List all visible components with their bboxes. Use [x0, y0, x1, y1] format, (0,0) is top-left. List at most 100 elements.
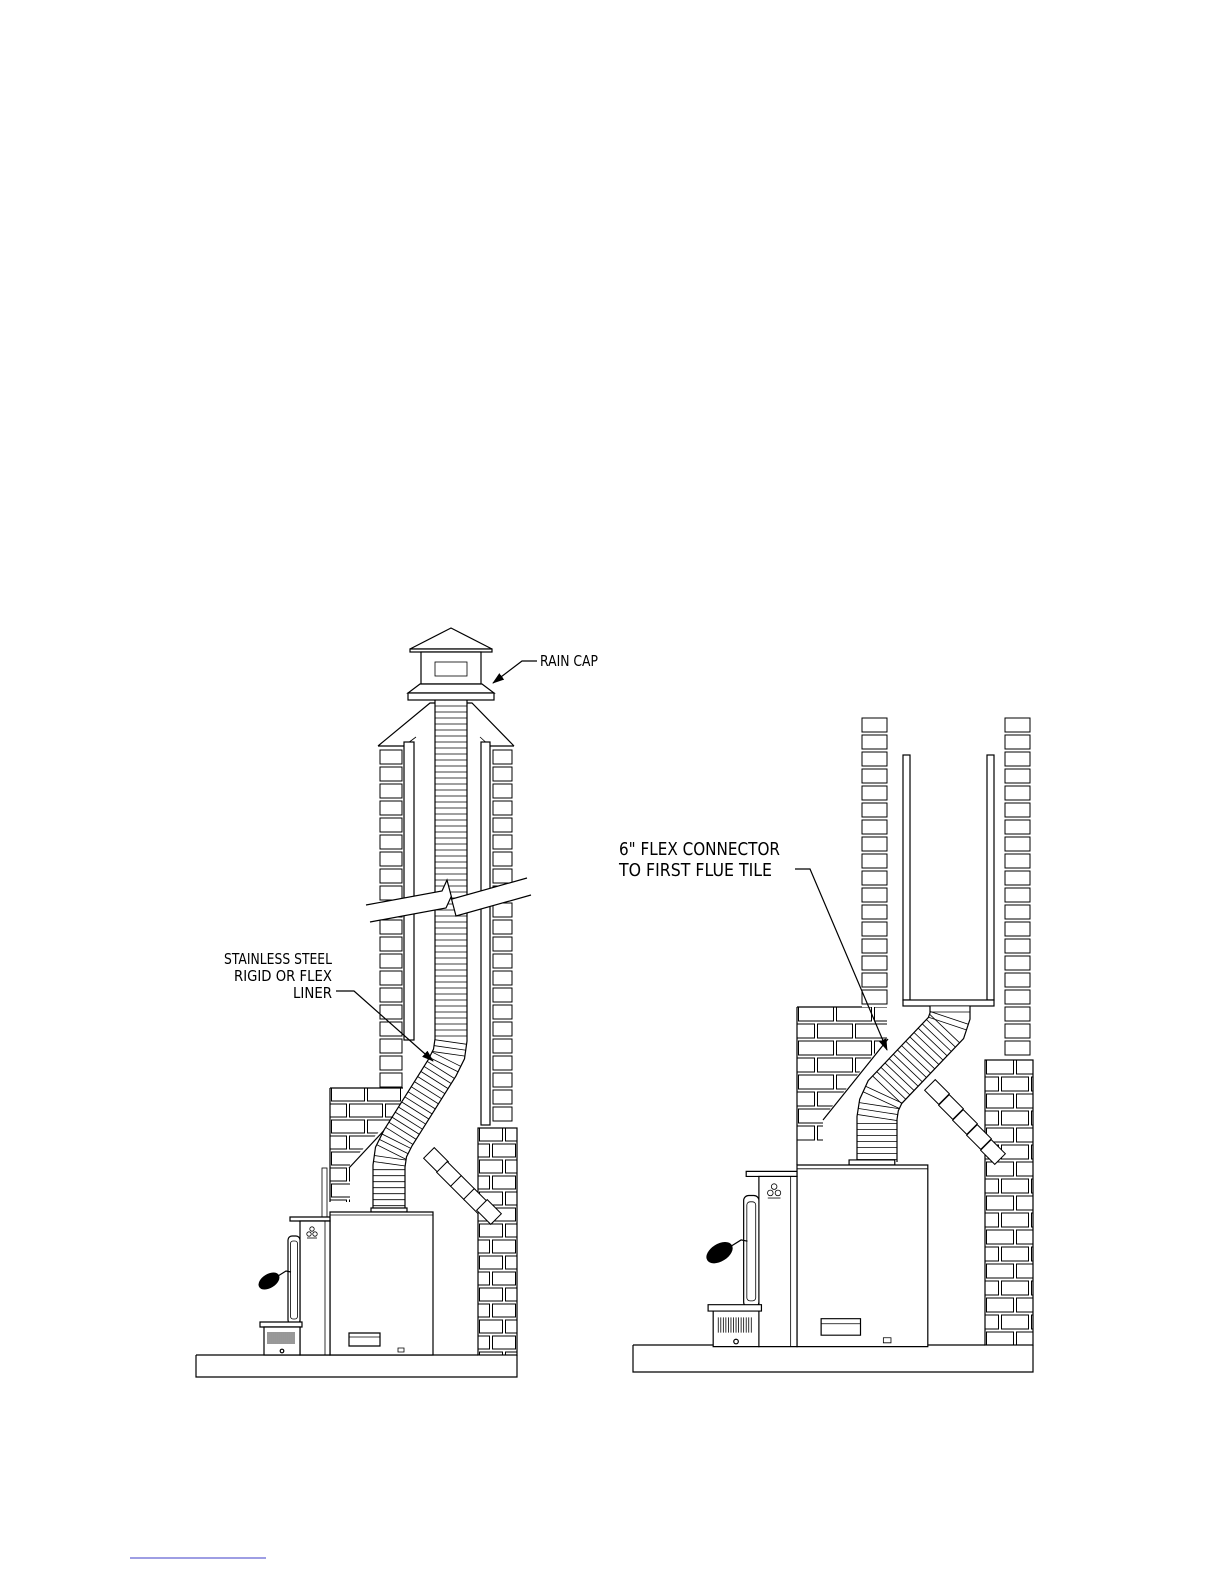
- brick: [1005, 786, 1030, 800]
- brick: [862, 905, 887, 919]
- brick: [1005, 718, 1030, 732]
- brick: [1002, 1077, 1029, 1091]
- rain-cap-base-flare: [408, 684, 494, 693]
- brick: [1002, 1247, 1029, 1261]
- brick: [1005, 871, 1030, 885]
- brick: [1032, 1179, 1059, 1193]
- brick: [862, 803, 887, 817]
- left-flue-tile-wall-right: [481, 742, 490, 1125]
- brick: [818, 1024, 853, 1038]
- brick: [380, 750, 402, 764]
- brick: [987, 1298, 1014, 1312]
- brick: [987, 1196, 1014, 1210]
- brick: [1005, 752, 1030, 766]
- brick: [493, 852, 512, 866]
- brick: [1002, 1179, 1029, 1193]
- brick: [1005, 922, 1030, 936]
- brick: [493, 1073, 512, 1087]
- brick-courses: [467, 1128, 529, 1365]
- brick: [493, 1272, 516, 1285]
- brick: [1002, 1213, 1029, 1227]
- brick: [987, 1230, 1014, 1244]
- brick: [1005, 1041, 1030, 1055]
- brick: [493, 1144, 516, 1157]
- brick: [1032, 1247, 1059, 1261]
- brick: [380, 784, 402, 798]
- brick: [862, 769, 887, 783]
- brick: [1032, 1145, 1059, 1159]
- callout-rain-cap: RAIN CAP: [493, 652, 598, 683]
- brick: [380, 937, 402, 951]
- brick: [862, 956, 887, 970]
- brick: [380, 767, 402, 781]
- brick: [380, 954, 402, 968]
- brick: [1002, 1315, 1029, 1329]
- brick: [1032, 1077, 1059, 1091]
- brick: [493, 1176, 516, 1189]
- brick: [837, 1007, 872, 1021]
- brick: [1005, 820, 1030, 834]
- brick: [380, 1039, 402, 1053]
- brick: [862, 820, 887, 834]
- brick: [799, 1109, 834, 1123]
- brick: [1005, 888, 1030, 902]
- brick: [1005, 905, 1030, 919]
- brick: [493, 750, 512, 764]
- label-liner-line2: RIGID OR FLEX: [234, 967, 332, 985]
- brick: [818, 1058, 853, 1072]
- label-liner-line1: STAINLESS STEEL: [224, 950, 333, 968]
- brick: [480, 1224, 503, 1237]
- brick: [1005, 1007, 1030, 1021]
- brick: [493, 869, 512, 883]
- brick: [987, 1060, 1014, 1074]
- brick: [1017, 1128, 1044, 1142]
- brick: [1005, 973, 1030, 987]
- right-floor-hearth: [633, 1345, 1033, 1372]
- brick: [1005, 769, 1030, 783]
- brick: [1017, 1230, 1044, 1244]
- left-installation-liner-system: RAIN CAP STAINLESS STEEL RIGID OR FLEX L…: [196, 628, 598, 1377]
- brick: [1005, 735, 1030, 749]
- stove-ash-vent: [349, 1333, 380, 1346]
- right-flue-tile-wall-right: [987, 755, 994, 1000]
- rain-cap-collar: [408, 693, 494, 700]
- brick: [799, 1075, 834, 1089]
- brick: [862, 871, 887, 885]
- brick: [380, 835, 402, 849]
- brick: [987, 1264, 1014, 1278]
- label-liner-line3: LINER: [293, 984, 332, 1002]
- stove-control-ledge: [260, 1322, 302, 1327]
- brick: [493, 1056, 512, 1070]
- brick: [987, 1332, 1014, 1346]
- brick: [1017, 1060, 1044, 1074]
- brick: [862, 786, 887, 800]
- brick: [332, 1184, 365, 1197]
- pellet-stove-right: [703, 1160, 928, 1347]
- label-flex-connector-line2: TO FIRST FLUE TILE: [618, 860, 772, 881]
- brick: [480, 1128, 503, 1141]
- brick: [480, 1256, 503, 1269]
- brick: [493, 1039, 512, 1053]
- brick: [493, 801, 512, 815]
- door-handle-icon: [256, 1270, 282, 1293]
- brick: [493, 767, 512, 781]
- stove-front-panel: [300, 1221, 330, 1355]
- brick: [1017, 1332, 1044, 1346]
- brick: [862, 939, 887, 953]
- brick: [862, 854, 887, 868]
- rain-cap: [408, 628, 494, 700]
- brick: [493, 1336, 516, 1349]
- brick: [1032, 1315, 1059, 1329]
- brick: [380, 818, 402, 832]
- brick: [1017, 1196, 1044, 1210]
- brick: [1005, 956, 1030, 970]
- brick: [493, 954, 512, 968]
- brick: [862, 973, 887, 987]
- brick: [1005, 990, 1030, 1004]
- brick: [818, 1126, 853, 1140]
- stove-body: [330, 1212, 433, 1355]
- brick: [332, 1120, 365, 1133]
- stove-hopper-ledge: [746, 1171, 797, 1176]
- brick: [493, 1090, 512, 1104]
- brick: [987, 1162, 1014, 1176]
